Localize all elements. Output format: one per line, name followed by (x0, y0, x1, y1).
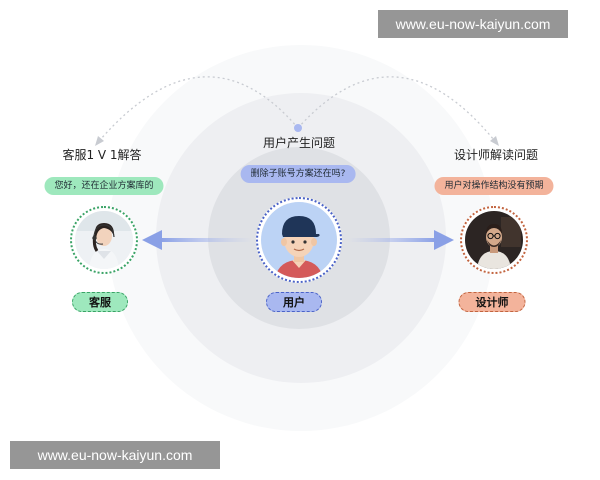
designer-photo-icon (465, 211, 523, 269)
left-speech-bubble: 您好，还在企业方案库的 (44, 177, 164, 195)
right-speech-bubble: 用户对操作结构没有预期 (434, 177, 554, 195)
user-avatar (256, 197, 342, 283)
role-pill-user: 用户 (266, 292, 322, 312)
arrow-right-head (434, 230, 454, 250)
designer-avatar (460, 206, 528, 274)
arrow-left-shaft (160, 238, 252, 242)
arc-left-arrowhead (95, 136, 104, 146)
right-node-title: 设计师解读问题 (453, 148, 539, 162)
arrow-right-shaft (348, 238, 436, 242)
center-speech-bubble: 删除子账号方案还在吗? (240, 165, 356, 183)
role-pill-customer-service: 客服 (72, 292, 128, 312)
customer-service-agent-icon (75, 211, 133, 269)
watermark-top: www.eu-now-kaiyun.com (378, 10, 568, 38)
arc-to-left (99, 76, 299, 141)
customer-service-avatar (70, 206, 138, 274)
center-node-title: 用户产生问题 (262, 136, 336, 150)
arrow-left-head (142, 230, 162, 250)
arc-to-right (297, 76, 495, 141)
arc-right-arrowhead (490, 136, 499, 146)
watermark-bottom: www.eu-now-kaiyun.com (10, 441, 220, 469)
cartoon-user-icon (261, 202, 337, 278)
left-node-title: 客服1 V 1解答 (62, 148, 142, 162)
arc-origin-dot (294, 124, 302, 132)
role-pill-designer: 设计师 (458, 292, 526, 312)
